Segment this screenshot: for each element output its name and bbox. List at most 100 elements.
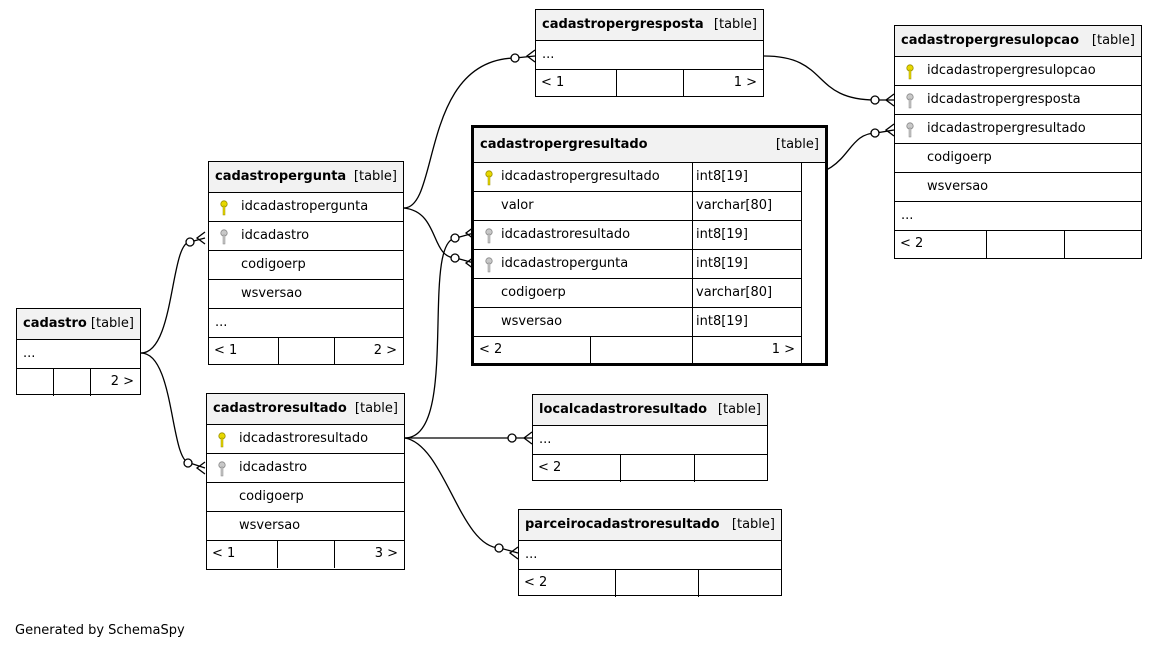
fk-marker [870, 128, 880, 138]
rel-cadastro-cadastroresultado [140, 352, 206, 469]
column-type: int8[19] [692, 163, 748, 191]
fk-marker [450, 233, 460, 243]
foreign-key-icon [485, 257, 493, 273]
foreign-key-icon [218, 461, 226, 477]
column-type: int8[19] [692, 308, 748, 336]
nav-left[interactable]: < 1 [212, 546, 236, 561]
column-name: wsversao [927, 179, 989, 194]
nav-left[interactable]: < 1 [541, 75, 565, 90]
column-name: codigoerp [241, 257, 306, 272]
table-name: cadastropergresulopcao [901, 33, 1080, 48]
table-cadastropergunta[interactable]: cadastropergunta [table] idcadastropergu… [208, 161, 404, 365]
column-row: idcadastropergresposta [895, 86, 1141, 115]
nav-left[interactable]: < 2 [524, 575, 548, 590]
table-cadastro[interactable]: cadastro [table] ... 2 > [16, 308, 141, 396]
table-type-label: [table] [775, 137, 819, 152]
table-name: localcadastroresultado [539, 402, 708, 417]
nav-left[interactable]: < 1 [214, 343, 238, 358]
table-cadastroresultado[interactable]: cadastroresultado [table] idcadastroresu… [206, 393, 405, 570]
rel-resultado-parceiro [404, 437, 519, 554]
nav-left[interactable]: < 2 [900, 236, 924, 251]
column-row: codigoerp [895, 144, 1141, 173]
ellipsis: ... [215, 315, 228, 330]
primary-key-icon [485, 170, 493, 186]
column-name: idcadastropergresultado [501, 169, 660, 184]
nav-right[interactable]: 2 > [110, 374, 134, 389]
column-row: wsversao int8[19] [474, 308, 801, 337]
column-row: idcadastro [207, 454, 404, 483]
column-name: idcadastropergresposta [927, 92, 1081, 107]
table-localcadastroresultado[interactable]: localcadastroresultado [table] ... < 2 [532, 394, 768, 482]
column-name: codigoerp [239, 489, 304, 504]
column-row: codigoerp varchar[80] [474, 279, 801, 308]
table-header: parceirocadastroresultado [table] [519, 510, 781, 541]
column-row: wsversao [207, 512, 404, 541]
column-type: int8[19] [692, 250, 748, 278]
column-name: idcadastroresultado [239, 431, 369, 446]
table-footer: < 1 1 > [536, 70, 763, 97]
table-type-label: [table] [731, 517, 775, 532]
column-name: idcadastropergresulopcao [927, 63, 1096, 78]
table-footer: < 2 [533, 455, 767, 482]
column-row: idcadastropergresultado int8[19] [474, 163, 801, 192]
primary-key-icon [906, 64, 914, 80]
table-header: cadastropergresulopcao [table] [895, 26, 1141, 57]
column-type: varchar[80] [692, 192, 772, 220]
table-footer: < 2 1 > [474, 337, 801, 364]
nav-left[interactable]: < 2 [479, 342, 503, 357]
fk-marker [870, 95, 880, 105]
ellipsis: ... [542, 47, 555, 62]
column-row: idcadastroresultado [207, 425, 404, 454]
crow-foot [522, 431, 533, 445]
nav-right[interactable]: 1 > [771, 342, 795, 357]
ellipsis-row: ... [533, 426, 767, 455]
generated-by-note: Generated by SchemaSpy [15, 623, 185, 638]
table-header: cadastropergresposta [table] [536, 10, 763, 41]
crow-foot [195, 461, 206, 475]
ellipsis: ... [901, 208, 914, 223]
table-name: cadastropergresposta [542, 17, 704, 32]
ellipsis-row: ... [17, 340, 140, 369]
table-type-label: [table] [354, 401, 398, 416]
rel-resultado-pergresultado [404, 232, 475, 439]
column-row: wsversao [895, 173, 1141, 202]
column-row: idcadastropergunta [209, 193, 403, 222]
table-footer: 2 > [17, 369, 140, 396]
nav-right[interactable]: 1 > [733, 75, 757, 90]
nav-left[interactable]: < 2 [538, 460, 562, 475]
rel-pergunta-pergresposta [403, 55, 536, 209]
table-parceirocadastroresultado[interactable]: parceirocadastroresultado [table] ... < … [518, 509, 782, 597]
table-footer: < 2 [895, 231, 1141, 258]
column-row: idcadastro [209, 222, 403, 251]
ellipsis-row: ... [895, 202, 1141, 231]
column-row: codigoerp [209, 251, 403, 280]
column-row: valor varchar[80] [474, 192, 801, 221]
table-cadastropergresposta[interactable]: cadastropergresposta [table] ... < 1 1 > [535, 9, 764, 97]
column-type: int8[19] [692, 221, 748, 249]
column-name: idcadastro [239, 460, 308, 475]
nav-right[interactable]: 2 > [373, 343, 397, 358]
ellipsis: ... [23, 346, 36, 361]
primary-key-icon [218, 432, 226, 448]
ellipsis: ... [525, 547, 538, 562]
column-name: idcadastro [241, 228, 310, 243]
foreign-key-icon [220, 229, 228, 245]
column-name: wsversao [239, 518, 301, 533]
column-name: idcadastroresultado [501, 227, 631, 242]
table-cadastropergresultado[interactable]: cadastropergresultado [table] idcadastro… [471, 125, 828, 366]
column-row: idcadastroresultado int8[19] [474, 221, 801, 250]
nav-right[interactable]: 3 > [374, 546, 398, 561]
ellipsis: ... [539, 432, 552, 447]
fk-marker [185, 237, 195, 247]
column-name: codigoerp [501, 285, 566, 300]
table-header: cadastropergunta [table] [209, 162, 403, 193]
table-cadastropergresulopcao[interactable]: cadastropergresulopcao [table] idcadastr… [894, 25, 1142, 259]
table-name: cadastropergresultado [480, 137, 648, 152]
table-footer: < 2 [519, 570, 781, 597]
column-name: idcadastropergresultado [927, 121, 1086, 136]
table-type-label: [table] [717, 402, 761, 417]
column-type: varchar[80] [692, 279, 772, 307]
table-header: cadastropergresultado [table] [474, 128, 825, 163]
table-name: cadastroresultado [213, 401, 347, 416]
